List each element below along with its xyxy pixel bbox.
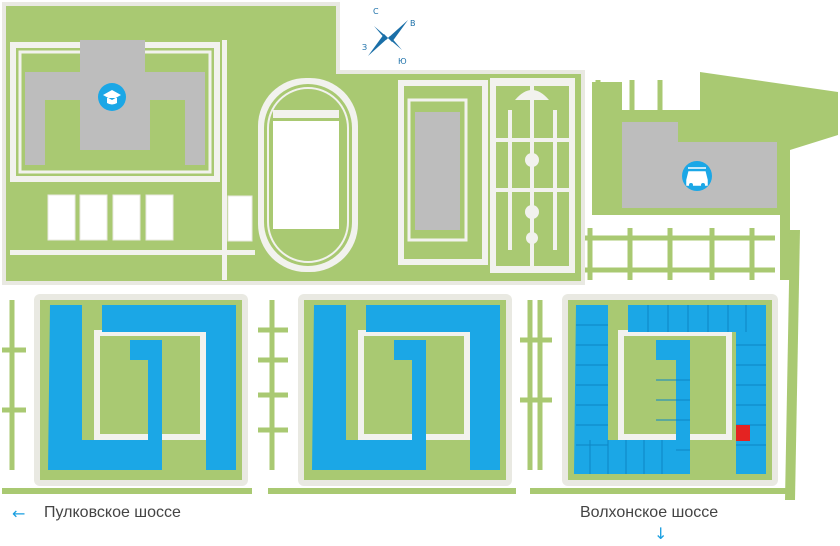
- compass-needle-nw: [374, 26, 388, 40]
- block-1-building: [48, 305, 236, 470]
- compass-east: В: [410, 19, 416, 28]
- compass-needle-sw: [368, 34, 388, 56]
- volkhonskoe-highway-label: Волхонское шоссе: [580, 504, 719, 521]
- garden-fountain-1: [525, 153, 539, 167]
- graduation-cap-glyph: [103, 90, 121, 105]
- garden-paths: [496, 86, 569, 266]
- compass-south: Ю: [398, 57, 407, 66]
- east-strip: [785, 230, 800, 500]
- garage-posts: [595, 80, 663, 210]
- stadium-track-line: [267, 87, 349, 263]
- garden-fountain-2: [525, 205, 539, 219]
- bottom-strip-mid: [268, 488, 516, 494]
- compass-north: С: [373, 7, 379, 16]
- bottom-strip-left: [2, 488, 252, 494]
- stadium-field: [273, 121, 339, 229]
- car-wheel-left: [689, 183, 693, 187]
- school-side-path: [222, 40, 227, 280]
- north-zone: [2, 2, 585, 285]
- compass-needle-ne: [388, 20, 408, 42]
- block-3-section-lines: [576, 305, 766, 474]
- garden-fountain-3: [526, 232, 538, 244]
- school-parking-2: [79, 194, 108, 241]
- pulkovskoe-highway-label: Пулковское шоссе: [44, 504, 181, 521]
- south-fences: [2, 300, 552, 470]
- block-2-building: [312, 305, 500, 470]
- residential-block-3: [562, 294, 778, 486]
- middle-building: [415, 112, 460, 230]
- compass-west: З: [362, 43, 367, 52]
- garage-building-top: [678, 142, 777, 152]
- compass: С В Ю З: [362, 7, 416, 66]
- selected-apartment[interactable]: [736, 425, 750, 441]
- block-3-building: [574, 305, 766, 474]
- garage-building: [622, 122, 678, 150]
- middle-building-outline: [407, 98, 468, 242]
- residential-block-1: [34, 294, 248, 486]
- stadium-field-line: [273, 110, 339, 118]
- school-parking-4: [145, 194, 174, 241]
- arrow-left-icon: ←: [12, 504, 26, 523]
- parking-grid-lower: [585, 228, 775, 280]
- garden-dome: [515, 90, 549, 100]
- school-bottom-path: [10, 250, 255, 255]
- school-parking-3: [112, 194, 141, 241]
- garage-zone: [585, 72, 838, 500]
- bottom-strip-right: [530, 488, 794, 494]
- school-parking-1: [47, 194, 76, 241]
- school-side-lot: [227, 195, 253, 242]
- car-glyph: [686, 167, 708, 186]
- car-wheel-right: [701, 183, 705, 187]
- arrow-down-icon: ↓: [654, 524, 668, 543]
- residential-block-2: [298, 294, 512, 486]
- compass-needle-se: [388, 36, 402, 50]
